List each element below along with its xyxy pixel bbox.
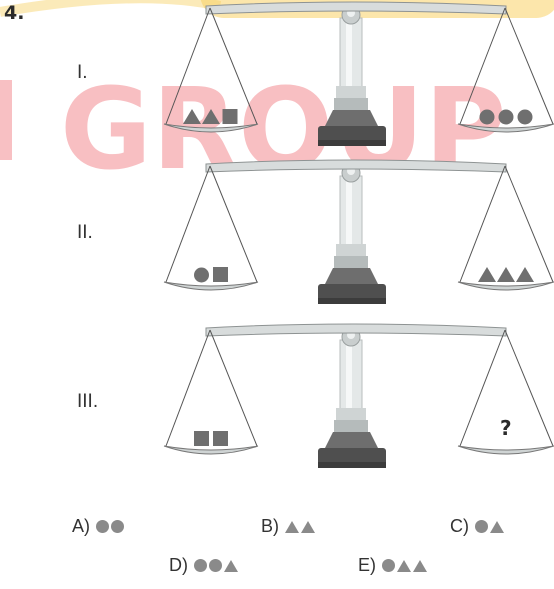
square-weight — [213, 431, 228, 446]
choice-e-symbols — [382, 559, 427, 572]
circle-weight — [479, 109, 495, 125]
square-weight — [194, 431, 209, 446]
right-pan-1 — [479, 109, 533, 125]
circle-weight — [517, 109, 533, 125]
watermark-yellow-swoosh — [0, 0, 222, 17]
left-pan-3 — [194, 431, 228, 446]
triangle-symbol — [301, 520, 315, 533]
square-weight — [222, 109, 238, 124]
right-pan-2 — [478, 267, 534, 282]
triangle-weight — [202, 109, 220, 124]
circle-symbol — [111, 520, 124, 533]
triangle-weight — [478, 267, 496, 282]
choice-c[interactable]: C) — [450, 516, 504, 537]
choice-e[interactable]: E) — [358, 555, 427, 576]
choice-d-label: D) — [169, 555, 188, 575]
row-label-1: I. — [77, 62, 88, 83]
row-label-3: III. — [77, 391, 99, 412]
triangle-symbol — [397, 559, 411, 572]
choice-a-symbols — [96, 520, 124, 533]
triangle-symbol — [413, 559, 427, 572]
triangle-weight — [183, 109, 201, 124]
circle-symbol — [209, 559, 222, 572]
left-pan-2 — [194, 267, 228, 283]
circle-weight — [498, 109, 514, 125]
choice-e-label: E) — [358, 555, 376, 575]
left-pan-1 — [183, 109, 238, 124]
circle-weight — [194, 267, 209, 283]
choice-a[interactable]: A) — [72, 516, 124, 537]
triangle-symbol — [490, 520, 504, 533]
watermark: GROUP — [0, 0, 554, 195]
choice-b-symbols — [285, 520, 315, 533]
row-label-2: II. — [77, 222, 93, 243]
circle-symbol — [382, 559, 395, 572]
question-number: 4. — [4, 2, 25, 24]
triangle-weight — [497, 267, 515, 282]
watermark-text: GROUP — [60, 65, 506, 195]
circle-symbol — [194, 559, 207, 572]
square-weight — [213, 267, 228, 282]
choice-c-label: C) — [450, 516, 469, 536]
watermark-k-fragment — [0, 80, 12, 160]
triangle-weight — [516, 267, 534, 282]
choice-d-symbols — [194, 559, 238, 572]
circle-symbol — [96, 520, 109, 533]
choice-d[interactable]: D) — [169, 555, 238, 576]
triangle-symbol — [224, 559, 238, 572]
unknown-question-mark: ? — [500, 416, 512, 440]
scale-row-1 — [163, 1, 554, 147]
choice-a-label: A) — [72, 516, 90, 536]
balance-scale-3 — [163, 323, 554, 469]
scale-row-2 — [163, 159, 554, 305]
choice-b-label: B) — [261, 516, 279, 536]
choice-b[interactable]: B) — [261, 516, 315, 537]
scale-row-3 — [163, 323, 554, 469]
choice-c-symbols — [475, 520, 504, 533]
triangle-symbol — [285, 520, 299, 533]
circle-symbol — [475, 520, 488, 533]
